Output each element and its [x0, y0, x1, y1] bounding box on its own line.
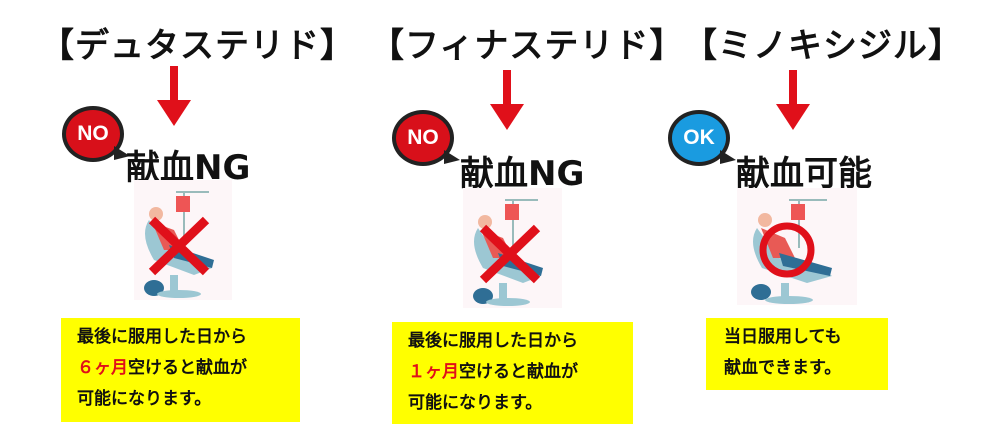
result-label: 献血NG	[460, 154, 585, 194]
no-badge: NO	[392, 110, 460, 166]
note-text: 空けると献血が	[459, 362, 578, 382]
ok-badge: OK	[668, 110, 736, 166]
period-highlight: １ヶ月	[408, 362, 459, 382]
note-text: 空けると献血が	[128, 358, 247, 378]
blood-donation-illustration	[463, 188, 562, 308]
note-line: 可能になります。	[408, 393, 543, 413]
period-highlight: ６ヶ月	[77, 358, 128, 378]
donor-chair-icon	[473, 199, 543, 306]
no-badge: NO	[62, 106, 130, 162]
note-line: １ヶ月空けると献血が	[408, 357, 621, 388]
info-note: 最後に服用した日から ６ヶ月空けると献血が 可能になります。	[61, 318, 300, 422]
info-note: 最後に服用した日から １ヶ月空けると献血が 可能になります。	[392, 322, 633, 424]
drug-title-minoxidil: 【ミノキシジル】	[683, 26, 963, 66]
blood-donation-illustration	[737, 188, 857, 305]
note-line: ６ヶ月空けると献血が	[77, 353, 288, 384]
result-label: 献血可能	[736, 154, 872, 194]
donor-chair-icon	[144, 191, 214, 298]
blood-donation-illustration	[134, 180, 232, 300]
note-line: 献血できます。	[724, 358, 842, 378]
note-line: 最後に服用した日から	[408, 331, 578, 351]
down-arrow-icon	[490, 70, 524, 130]
info-note: 当日服用しても 献血できます。	[706, 318, 888, 390]
drug-title-dutasteride: 【デュタステリド】	[40, 26, 355, 66]
drug-title-finasteride: 【フィナステリド】	[370, 26, 685, 66]
circle-mark-icon	[759, 222, 815, 278]
note-line: 当日服用しても	[724, 327, 842, 347]
down-arrow-icon	[157, 66, 191, 126]
cross-mark-icon	[148, 216, 210, 276]
down-arrow-icon	[776, 70, 810, 130]
cross-mark-icon	[479, 224, 541, 284]
note-line: 可能になります。	[77, 389, 212, 409]
donor-chair-icon	[751, 199, 832, 304]
note-line: 最後に服用した日から	[77, 327, 247, 347]
